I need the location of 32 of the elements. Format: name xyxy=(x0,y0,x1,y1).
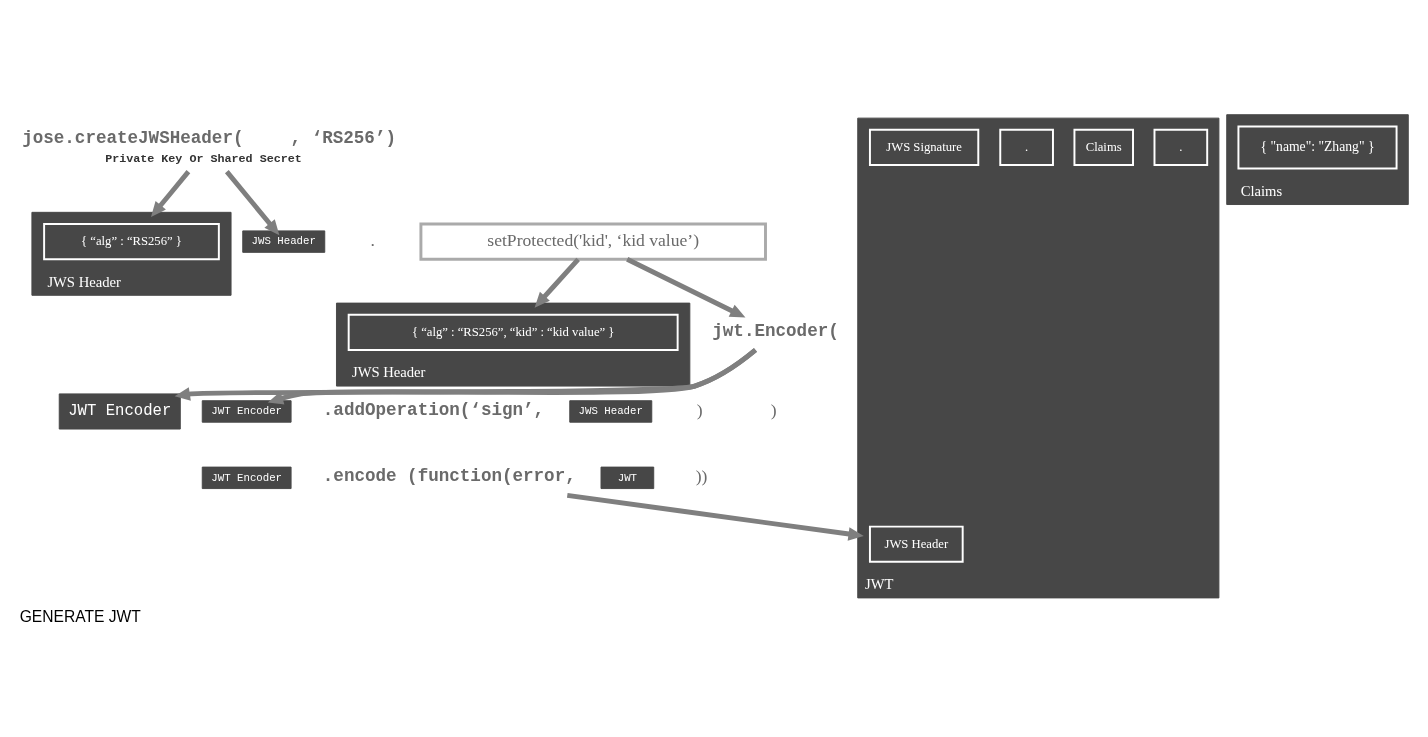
node-text: .addOperation(‘sign’, xyxy=(322,399,545,420)
node-box: JWS Header xyxy=(868,525,964,563)
node-box: { “alg” : “RS256”, “kid” : “kid value” } xyxy=(347,313,679,351)
node-box: { "name": "Zhang" } xyxy=(1237,124,1398,169)
node-box: . xyxy=(1153,128,1209,166)
arrow xyxy=(267,347,757,404)
arrow xyxy=(224,169,280,235)
arrow xyxy=(534,257,580,308)
arrow xyxy=(626,256,746,317)
caption: GENERATE JWT xyxy=(19,607,141,625)
label: ) xyxy=(770,399,777,420)
node-box: JWT Encoder xyxy=(58,392,181,429)
node-text: .encode (function(error, xyxy=(322,465,576,486)
arrow xyxy=(174,347,758,401)
label: ) xyxy=(696,399,703,420)
node-box: JWS Signature xyxy=(868,128,980,166)
arrow xyxy=(566,492,864,541)
label: )) xyxy=(695,465,708,486)
node-label: Private Key Or Shared Secret xyxy=(105,151,302,166)
node-box: setProtected('kid', ‘kid value’) xyxy=(419,222,767,261)
node-box: . xyxy=(999,128,1054,166)
node-box: JWT Encoder xyxy=(201,466,292,489)
node-box: { “alg” : “RS256” } xyxy=(43,222,220,260)
node-box: Claims xyxy=(1073,128,1134,166)
label: . xyxy=(370,229,375,250)
node-box: JWT Encoder xyxy=(201,399,292,423)
arrow xyxy=(150,169,191,217)
node-box: JWS Header xyxy=(569,399,653,423)
node-box: JWT xyxy=(600,466,655,489)
node-box: JWS Header xyxy=(242,229,326,253)
node-text: jwt.Encoder( xyxy=(712,320,839,341)
node-text: jose.createJWSHeader( , ‘RS256’) xyxy=(22,127,396,148)
